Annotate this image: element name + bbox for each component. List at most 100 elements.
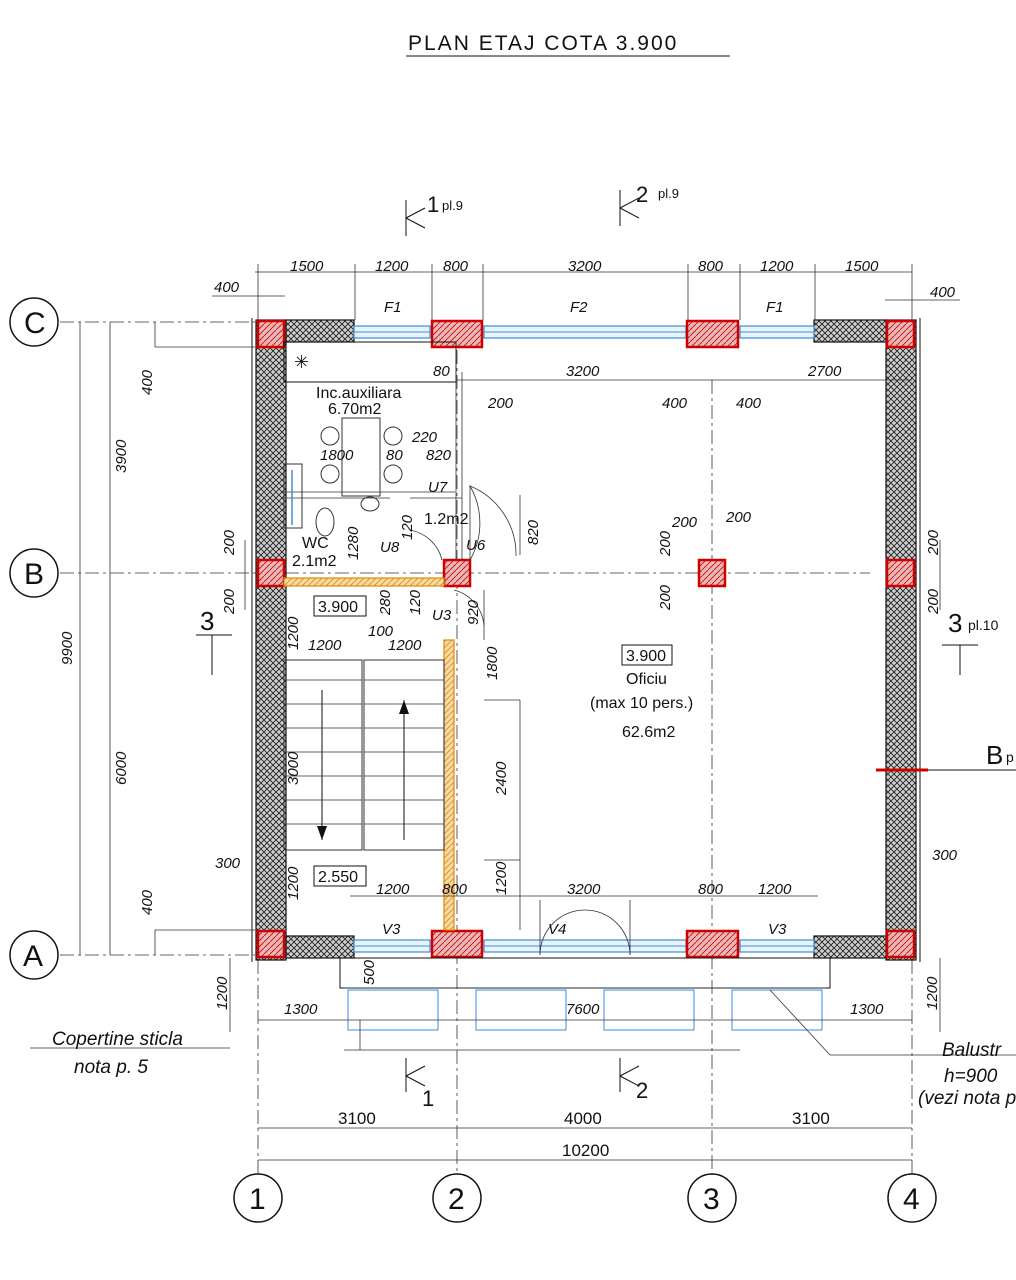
svg-text:V3: V3	[768, 921, 787, 938]
opening-labels: F1 F2 F1 V3 V4 V3 U7 U8 U6 U3	[380, 299, 787, 938]
dimension-lines	[30, 264, 1016, 1161]
svg-text:U6: U6	[466, 537, 486, 554]
svg-text:U3: U3	[432, 607, 452, 624]
svg-text:200: 200	[671, 514, 698, 531]
svg-text:3900: 3900	[113, 439, 130, 473]
svg-text:3: 3	[200, 606, 214, 636]
svg-text:3.900: 3.900	[626, 648, 666, 665]
windows-top	[353, 325, 815, 339]
svg-text:B: B	[986, 740, 1003, 770]
svg-text:1800: 1800	[484, 646, 501, 680]
svg-text:3100: 3100	[792, 1109, 830, 1128]
axis-bubble-c: C	[9, 297, 59, 347]
svg-text:300: 300	[215, 855, 241, 872]
svg-text:10200: 10200	[562, 1141, 609, 1160]
axis-bubble-b: B	[9, 548, 59, 598]
svg-text:6.70m2: 6.70m2	[328, 401, 381, 418]
svg-text:400: 400	[736, 395, 762, 412]
svg-text:1: 1	[422, 1086, 434, 1111]
svg-text:3200: 3200	[566, 363, 600, 380]
section-marks	[196, 190, 1016, 1092]
svg-text:200: 200	[657, 584, 674, 611]
svg-text:U8: U8	[380, 539, 400, 556]
doors	[409, 484, 631, 956]
svg-text:220: 220	[411, 429, 438, 446]
axis-bubble-2: 2	[432, 1173, 482, 1223]
axis-bubble-a: A	[9, 930, 59, 980]
plan-title: PLAN ETAJ COTA 3.900	[408, 32, 678, 55]
svg-text:2700: 2700	[807, 363, 842, 380]
svg-text:V3: V3	[382, 921, 401, 938]
svg-text:pl.9: pl.9	[442, 198, 463, 213]
svg-text:820: 820	[426, 447, 452, 464]
svg-text:6000: 6000	[113, 751, 130, 785]
left-dimensions: 3900 9900 6000 400 400 200 200 1280 300	[59, 369, 362, 915]
svg-text:Inc.auxiliara: Inc.auxiliara	[316, 385, 401, 402]
windows-bottom	[353, 939, 815, 953]
bathroom-fixtures: ✳	[283, 352, 403, 537]
svg-text:F1: F1	[766, 299, 784, 316]
svg-text:3: 3	[703, 1183, 720, 1216]
svg-text:1: 1	[249, 1183, 266, 1216]
interior-dimensions: 1800 220 80 820 820 120 280 120 920 1800…	[285, 429, 958, 900]
svg-text:3: 3	[948, 608, 962, 638]
svg-text:200: 200	[925, 588, 942, 615]
svg-text:2.550: 2.550	[318, 869, 358, 886]
svg-text:1200: 1200	[308, 637, 342, 654]
svg-text:B: B	[24, 558, 44, 591]
grid-lines	[60, 321, 913, 1175]
svg-text:3000: 3000	[285, 751, 302, 785]
axis-bubble-4: 4	[887, 1173, 937, 1223]
staircase	[283, 659, 445, 851]
svg-text:1200: 1200	[493, 861, 510, 895]
svg-text:h=900: h=900	[944, 1066, 998, 1087]
svg-text:WC: WC	[302, 535, 329, 552]
svg-text:1200: 1200	[760, 258, 794, 275]
svg-text:820: 820	[525, 519, 542, 545]
svg-text:(max 10 pers.): (max 10 pers.)	[590, 695, 693, 712]
bottom-dimensions: 1200 800 3200 800 1200 500 1200 1300 760…	[214, 881, 941, 1160]
svg-text:400: 400	[139, 889, 156, 915]
svg-text:9900: 9900	[59, 631, 76, 665]
svg-text:C: C	[24, 307, 46, 340]
exterior-walls	[251, 318, 921, 962]
svg-text:200: 200	[221, 529, 238, 556]
svg-text:1200: 1200	[214, 976, 231, 1010]
svg-text:✳: ✳	[294, 352, 309, 372]
svg-text:120: 120	[399, 514, 416, 540]
svg-text:200: 200	[657, 530, 674, 557]
axis-bubble-1: 1	[233, 1173, 283, 1223]
svg-text:1200: 1200	[376, 881, 410, 898]
svg-text:1: 1	[427, 192, 439, 217]
svg-text:2: 2	[636, 182, 648, 207]
glass-canopy	[339, 957, 831, 1031]
svg-text:500: 500	[361, 959, 378, 985]
svg-text:62.6m2: 62.6m2	[622, 724, 675, 741]
svg-text:pl.10: pl.10	[968, 617, 999, 633]
svg-text:pl.9: pl.9	[658, 186, 679, 201]
svg-text:F1: F1	[384, 299, 402, 316]
svg-text:1200: 1200	[375, 258, 409, 275]
svg-text:1800: 1800	[320, 447, 354, 464]
svg-text:nota p. 5: nota p. 5	[74, 1057, 148, 1078]
svg-text:F2: F2	[570, 299, 588, 316]
svg-text:4: 4	[903, 1183, 920, 1216]
svg-text:400: 400	[214, 279, 240, 296]
svg-text:100: 100	[368, 623, 394, 640]
svg-text:3200: 3200	[568, 258, 602, 275]
svg-text:800: 800	[698, 258, 724, 275]
svg-text:1200: 1200	[285, 866, 302, 900]
svg-text:3200: 3200	[567, 881, 601, 898]
svg-text:800: 800	[442, 881, 468, 898]
svg-text:2.1m2: 2.1m2	[292, 553, 337, 570]
svg-text:1200: 1200	[388, 637, 422, 654]
svg-text:4000: 4000	[564, 1109, 602, 1128]
svg-text:2400: 2400	[493, 761, 510, 796]
svg-text:(vezi nota p.: (vezi nota p.	[918, 1088, 1016, 1109]
svg-text:U7: U7	[428, 479, 448, 496]
svg-text:2: 2	[636, 1078, 648, 1103]
svg-text:280: 280	[377, 589, 394, 616]
notes: Copertine sticla nota p. 5 Balustr h=900…	[52, 1029, 1016, 1109]
svg-text:1.2m2: 1.2m2	[424, 511, 469, 528]
